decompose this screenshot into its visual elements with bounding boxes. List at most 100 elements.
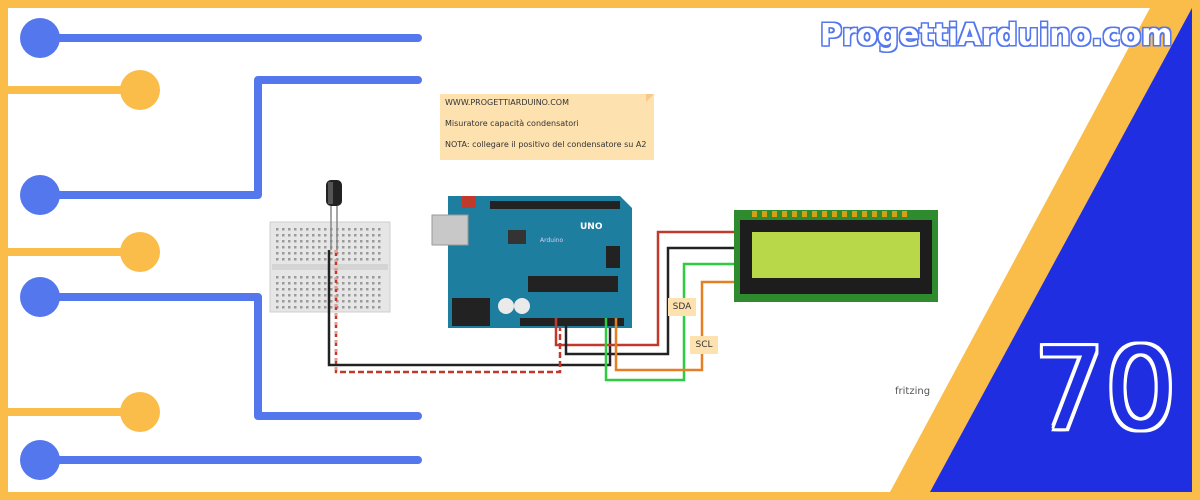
breadboard-hole bbox=[336, 282, 339, 285]
breadboard-hole bbox=[276, 234, 279, 237]
breadboard-hole bbox=[306, 252, 309, 255]
sda-label: SDA bbox=[668, 298, 696, 316]
breadboard-hole bbox=[312, 282, 315, 285]
breadboard-hole bbox=[348, 288, 351, 291]
breadboard-hole bbox=[354, 282, 357, 285]
breadboard-hole bbox=[342, 288, 345, 291]
breadboard-hole bbox=[276, 282, 279, 285]
breadboard-hole bbox=[378, 234, 381, 237]
breadboard-hole bbox=[348, 258, 351, 261]
breadboard-hole bbox=[348, 228, 351, 231]
breadboard-hole bbox=[312, 276, 315, 279]
breadboard-hole bbox=[300, 228, 303, 231]
breadboard-hole bbox=[354, 228, 357, 231]
board-logo-text: UNO bbox=[580, 222, 603, 232]
breadboard-hole bbox=[378, 306, 381, 309]
breadboard-hole bbox=[342, 282, 345, 285]
lcd-pin bbox=[762, 211, 767, 217]
breadboard-hole bbox=[282, 228, 285, 231]
breadboard-hole bbox=[282, 240, 285, 243]
lcd-pin bbox=[832, 211, 837, 217]
breadboard-hole bbox=[294, 246, 297, 249]
header-top bbox=[490, 201, 620, 209]
capacitor bbox=[326, 180, 342, 250]
breadboard-hole bbox=[306, 282, 309, 285]
breadboard-hole bbox=[360, 294, 363, 297]
breadboard-hole bbox=[306, 276, 309, 279]
usb-port bbox=[431, 214, 469, 246]
lcd-pin bbox=[892, 211, 897, 217]
breadboard-hole bbox=[348, 276, 351, 279]
breadboard-hole bbox=[282, 258, 285, 261]
breadboard-hole bbox=[342, 246, 345, 249]
lcd-pin bbox=[842, 211, 847, 217]
icsp-header bbox=[606, 246, 620, 268]
wires-lcd bbox=[554, 230, 740, 382]
breadboard-hole bbox=[306, 234, 309, 237]
circuit-node-blue-3 bbox=[20, 277, 60, 317]
breadboard-hole bbox=[330, 276, 333, 279]
breadboard-hole bbox=[366, 306, 369, 309]
breadboard-hole bbox=[354, 276, 357, 279]
breadboard-hole bbox=[312, 306, 315, 309]
breadboard-hole bbox=[366, 234, 369, 237]
breadboard-hole bbox=[300, 276, 303, 279]
circuit-node-yellow-2 bbox=[120, 232, 160, 272]
circuit-node-blue-1 bbox=[20, 18, 60, 58]
breadboard-hole bbox=[312, 246, 315, 249]
breadboard-hole bbox=[276, 246, 279, 249]
breadboard-hole bbox=[366, 228, 369, 231]
breadboard-hole bbox=[294, 276, 297, 279]
breadboard-hole bbox=[324, 288, 327, 291]
breadboard-hole bbox=[318, 282, 321, 285]
lcd-pin bbox=[882, 211, 887, 217]
breadboard-hole bbox=[294, 240, 297, 243]
breadboard-hole bbox=[360, 228, 363, 231]
breadboard-hole bbox=[360, 288, 363, 291]
breadboard-hole bbox=[300, 252, 303, 255]
breadboard-hole bbox=[342, 300, 345, 303]
breadboard-hole bbox=[378, 288, 381, 291]
breadboard-hole bbox=[276, 252, 279, 255]
breadboard-hole bbox=[378, 258, 381, 261]
breadboard-hole bbox=[294, 288, 297, 291]
arduino-uno bbox=[431, 196, 632, 328]
breadboard-hole bbox=[294, 294, 297, 297]
breadboard-hole bbox=[318, 300, 321, 303]
breadboard-hole bbox=[348, 306, 351, 309]
breadboard-hole bbox=[312, 300, 315, 303]
breadboard-hole bbox=[348, 234, 351, 237]
wire-orange-scl bbox=[614, 280, 740, 372]
breadboard-hole bbox=[372, 306, 375, 309]
breadboard-hole bbox=[378, 240, 381, 243]
breadboard-hole bbox=[360, 234, 363, 237]
breadboard-hole bbox=[318, 228, 321, 231]
breadboard-hole bbox=[294, 258, 297, 261]
lcd-pin bbox=[862, 211, 867, 217]
breadboard-hole bbox=[294, 282, 297, 285]
breadboard-hole bbox=[354, 240, 357, 243]
lcd-screen bbox=[752, 232, 920, 278]
breadboard-hole bbox=[372, 294, 375, 297]
breadboard-hole bbox=[318, 240, 321, 243]
header-bottom bbox=[520, 318, 624, 326]
breadboard-hole bbox=[342, 276, 345, 279]
breadboard-hole bbox=[372, 300, 375, 303]
breadboard-hole bbox=[378, 282, 381, 285]
breadboard-hole bbox=[318, 276, 321, 279]
breadboard-hole bbox=[276, 288, 279, 291]
breadboard-hole bbox=[378, 252, 381, 255]
breadboard-hole bbox=[324, 252, 327, 255]
breadboard-hole bbox=[300, 282, 303, 285]
breadboard-hole bbox=[306, 258, 309, 261]
breadboard-hole bbox=[282, 282, 285, 285]
corner-triangle-blue bbox=[930, 8, 1192, 492]
brand-logo: ProgettiArduino.com bbox=[820, 18, 1173, 53]
breadboard-hole bbox=[282, 288, 285, 291]
breadboard-hole bbox=[312, 294, 315, 297]
breadboard-hole bbox=[276, 300, 279, 303]
breadboard-hole bbox=[366, 288, 369, 291]
breadboard-hole bbox=[366, 258, 369, 261]
breadboard-hole bbox=[342, 306, 345, 309]
